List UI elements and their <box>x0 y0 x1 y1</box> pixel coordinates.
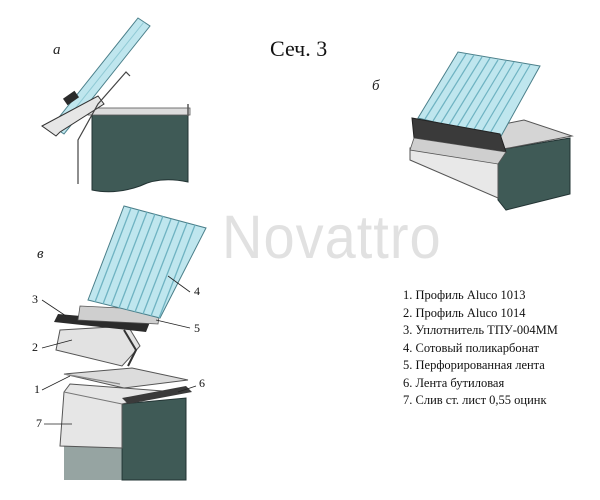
callout-2: 2 <box>32 340 38 354</box>
view-b-drawing <box>409 51 574 211</box>
view-v-drawing <box>41 205 207 481</box>
callout-4: 4 <box>194 284 200 298</box>
view-v-polycarbonate <box>87 205 207 319</box>
view-b-wall-front <box>497 137 571 211</box>
view-v-profile-1014 <box>55 325 141 367</box>
view-v-profile-1013 <box>63 367 189 389</box>
legend-list: 1. Профиль Aluco 1013 2. Профиль Aluco 1… <box>403 287 558 410</box>
callout-3: 3 <box>32 292 38 306</box>
view-a-wall-top-flashing <box>87 107 191 116</box>
view-label-v: в <box>37 246 44 262</box>
legend-item: 3. Уплотнитель ТПУ-004ММ <box>403 323 558 337</box>
legend-item: 4. Сотовый поликарбонат <box>403 340 539 355</box>
view-label-a: а <box>53 42 61 58</box>
callout-1: 1 <box>34 382 40 396</box>
legend-item: 5. Перфорированная лента <box>403 358 545 372</box>
legend-item: 2. Профиль Aluco 1014 <box>403 305 526 320</box>
legend-item: 7. Слив ст. лист 0,55 оцинк <box>403 393 547 407</box>
callout-7: 7 <box>36 416 42 430</box>
view-v-wall <box>121 397 187 481</box>
legend-item: 1. Профиль Aluco 1013 <box>403 288 526 302</box>
view-v-butyl-tape <box>122 386 192 404</box>
view-label-b: б <box>372 78 380 94</box>
view-a-profile <box>41 95 105 137</box>
legend-item: 6. Лента бутиловая <box>403 375 505 390</box>
section-title: Сеч. 3 <box>270 36 328 61</box>
callout-5: 5 <box>194 321 200 335</box>
callout-6: 6 <box>199 376 205 390</box>
view-a-wall <box>91 113 189 193</box>
novattro-watermark: Novattro <box>222 201 442 272</box>
view-a-drawing <box>41 17 191 193</box>
